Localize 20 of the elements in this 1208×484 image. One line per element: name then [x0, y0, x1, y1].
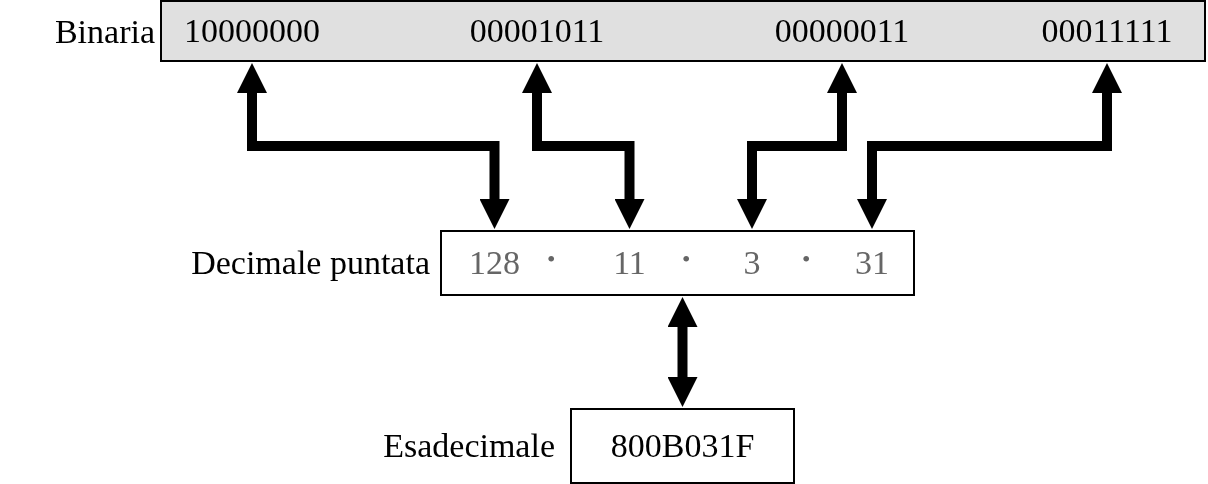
double-arrow: [237, 63, 510, 229]
number-text: 00011111: [1012, 0, 1202, 62]
separator-dot: •: [682, 246, 691, 273]
value-box: 800B031F: [570, 408, 795, 484]
row-label: Esadecimale: [383, 427, 555, 465]
number-text: 00001011: [447, 0, 627, 62]
number-text: 31: [837, 230, 907, 296]
row-label: Decimale puntata: [191, 244, 430, 282]
number-text: 128: [457, 230, 532, 296]
number-text: 00000011: [752, 0, 932, 62]
number-text: 11: [592, 230, 667, 296]
separator-dot: •: [547, 246, 556, 273]
double-arrow: [522, 63, 645, 229]
double-arrow: [667, 297, 698, 407]
number-text: 3: [722, 230, 782, 296]
separator-dot: •: [802, 246, 811, 273]
row-label: Binaria: [54, 13, 155, 51]
number-text: 10000000: [172, 0, 332, 62]
double-arrow: [857, 63, 1122, 229]
double-arrow: [737, 63, 857, 229]
